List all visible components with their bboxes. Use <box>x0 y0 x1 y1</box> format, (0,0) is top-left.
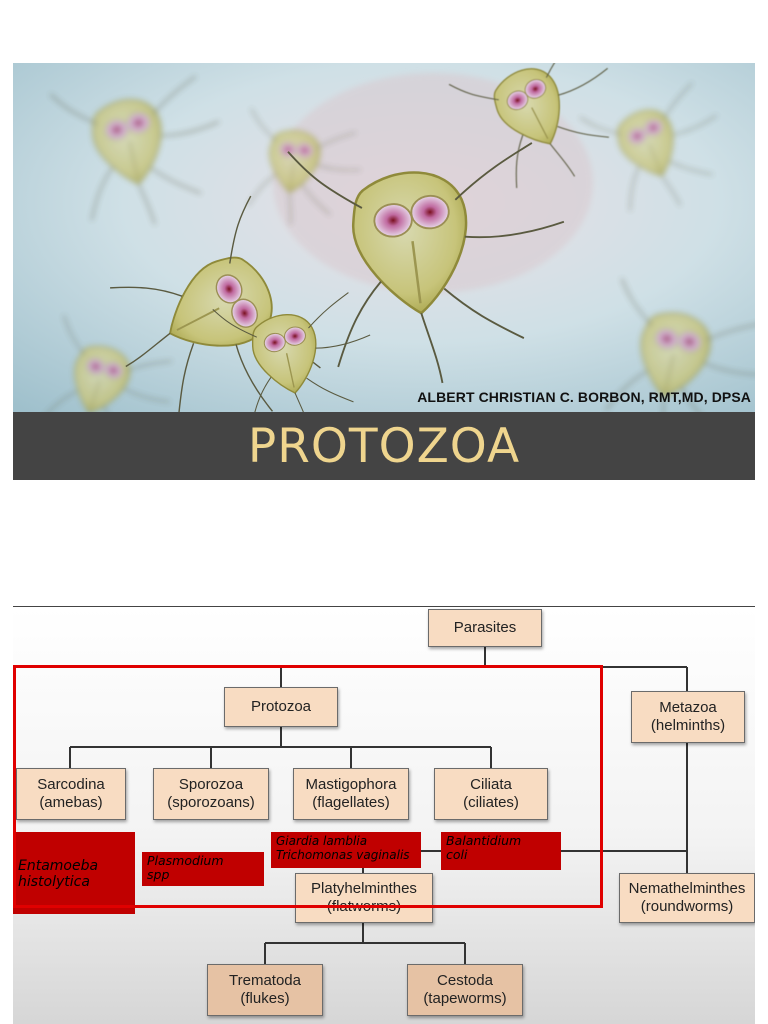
node-sarcodina: Sarcodina (amebas) <box>16 768 126 820</box>
classification-slide: Parasites Protozoa Metazoa (helminths) S… <box>13 607 755 1024</box>
node-sporozoa: Sporozoa (sporozoans) <box>153 768 269 820</box>
node-metazoa: Metazoa (helminths) <box>631 691 745 743</box>
node-cestoda: Cestoda (tapeworms) <box>407 964 523 1016</box>
author-credit: ALBERT CHRISTIAN C. BORBON, RMT,MD, DPSA <box>417 389 751 405</box>
node-nemathelminthes: Nemathelminthes (roundworms) <box>619 873 755 923</box>
node-parasites: Parasites <box>428 609 542 647</box>
node-ciliata: Ciliata (ciliates) <box>434 768 548 820</box>
slide-title: PROTOZOA <box>247 419 521 474</box>
example-entamoeba-histolytica: Entamoeba histolytica <box>13 832 135 914</box>
example-giardia-trichomonas: Giardia lamblia Trichomonas vaginalis <box>271 832 421 868</box>
node-mastigophora: Mastigophora (flagellates) <box>293 768 409 820</box>
title-bar: PROTOZOA <box>13 412 755 480</box>
protozoa-illustration <box>13 63 755 412</box>
node-trematoda: Trematoda (flukes) <box>207 964 323 1016</box>
example-balantidium-coli: Balantidium coli <box>441 832 561 870</box>
example-plasmodium-spp: Plasmodium spp <box>142 852 264 886</box>
node-platyhelminthes: Platyhelminthes (flatworms) <box>295 873 433 923</box>
protozoa-highlight-frame <box>13 665 603 908</box>
giardia-hero-image: ALBERT CHRISTIAN C. BORBON, RMT,MD, DPSA <box>13 63 755 412</box>
node-protozoa: Protozoa <box>224 687 338 727</box>
slide-divider <box>13 606 755 607</box>
title-slide: ALBERT CHRISTIAN C. BORBON, RMT,MD, DPSA… <box>13 63 755 480</box>
